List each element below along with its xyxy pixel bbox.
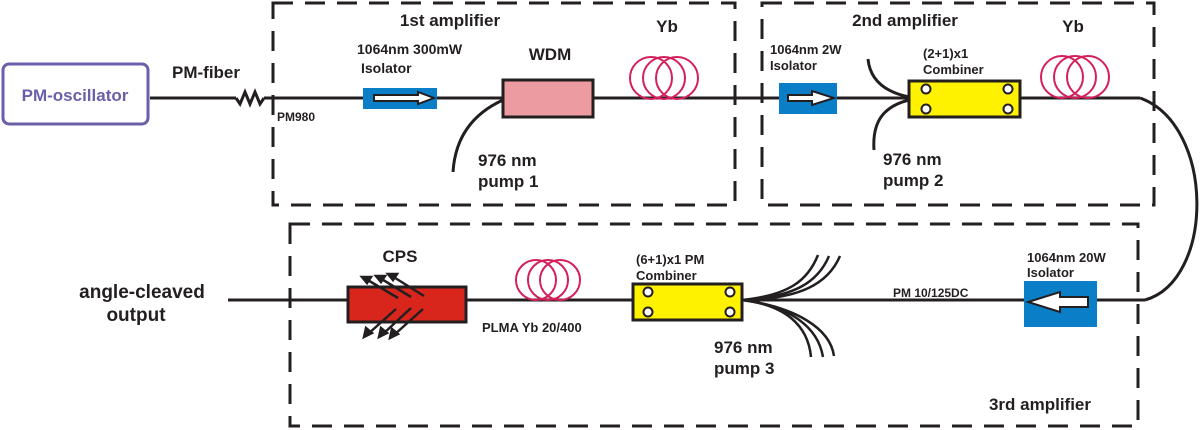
- stage2-title: 2nd amplifier: [852, 11, 958, 30]
- pump1-wavelength: 976 nm: [478, 151, 537, 170]
- stage1-box: [271, 1, 737, 207]
- stage2-yb-label: Yb: [1062, 17, 1084, 36]
- pump2-fibers: [866, 58, 910, 151]
- wdm-box: [501, 78, 595, 119]
- stage3-combiner-label: Combiner: [636, 268, 697, 283]
- stage2-isolator-label: Isolator: [770, 58, 817, 73]
- cps-label: CPS: [383, 247, 418, 266]
- stage3-isolator-label: Isolator: [1027, 265, 1074, 280]
- stage2-combiner-label: Combiner: [923, 62, 984, 77]
- stage2-isolator: [779, 83, 838, 114]
- plma-fiber-label: PLMA Yb 20/400: [482, 320, 582, 335]
- stage1-yb-coil-icon: [629, 56, 699, 100]
- stage1-yb-label: Yb: [656, 17, 678, 36]
- cps-box: [346, 285, 468, 324]
- pump3-label: pump 3: [714, 359, 774, 378]
- stage1-isolator-spec: 1064nm 300mW: [357, 41, 463, 57]
- pm-oscillator-box: [1, 62, 150, 126]
- pm-oscillator-label: PM-oscillator: [22, 86, 129, 105]
- output-label-line1: angle-cleaved: [79, 282, 205, 303]
- forward-arrow-icon: [373, 90, 437, 106]
- output-label-line2: output: [106, 305, 166, 326]
- backward-arrow-icon: [1024, 290, 1089, 314]
- loop-fiber: [1139, 96, 1199, 302]
- stage1-isolator-label: Isolator: [361, 60, 412, 76]
- pump3-fibers: [741, 254, 842, 358]
- pump1-fiber: [451, 98, 504, 173]
- pm-fiber-label: PM-fiber: [172, 63, 240, 82]
- stage3-combiner-spec: (6+1)x1 PM: [636, 252, 704, 267]
- stage3-yb-coil-icon: [515, 259, 581, 301]
- stage2-combiner-spec: (2+1)x1: [923, 46, 968, 61]
- stage3-isolator-spec: 1064nm 20W: [1027, 250, 1106, 265]
- stage3-box: [288, 222, 1140, 428]
- stage3-isolator: [1024, 281, 1097, 327]
- cps-stripped-light-arrows-icon: [359, 272, 425, 341]
- stage2-isolator-spec: 1064nm 2W: [770, 42, 842, 57]
- stage3-title: 3rd amplifier: [989, 395, 1091, 414]
- stage3-combiner: [631, 282, 744, 322]
- pump1-label: pump 1: [478, 172, 538, 191]
- pump3-wavelength: 976 nm: [714, 338, 773, 357]
- wdm-label: WDM: [529, 45, 571, 64]
- passive-fiber-label: PM 10/125DC: [893, 286, 969, 300]
- forward-arrow-icon: [787, 89, 838, 107]
- pump2-wavelength: 976 nm: [883, 150, 942, 169]
- stage2-combiner: [907, 79, 1022, 119]
- stage1-isolator: [363, 88, 437, 109]
- pm980-label: PM980: [277, 110, 315, 124]
- pm-fiber-splice-zigzag: [234, 88, 266, 108]
- stage1-title: 1st amplifier: [400, 11, 501, 30]
- stage2-yb-coil-icon: [1040, 55, 1110, 99]
- pump2-label: pump 2: [883, 171, 943, 190]
